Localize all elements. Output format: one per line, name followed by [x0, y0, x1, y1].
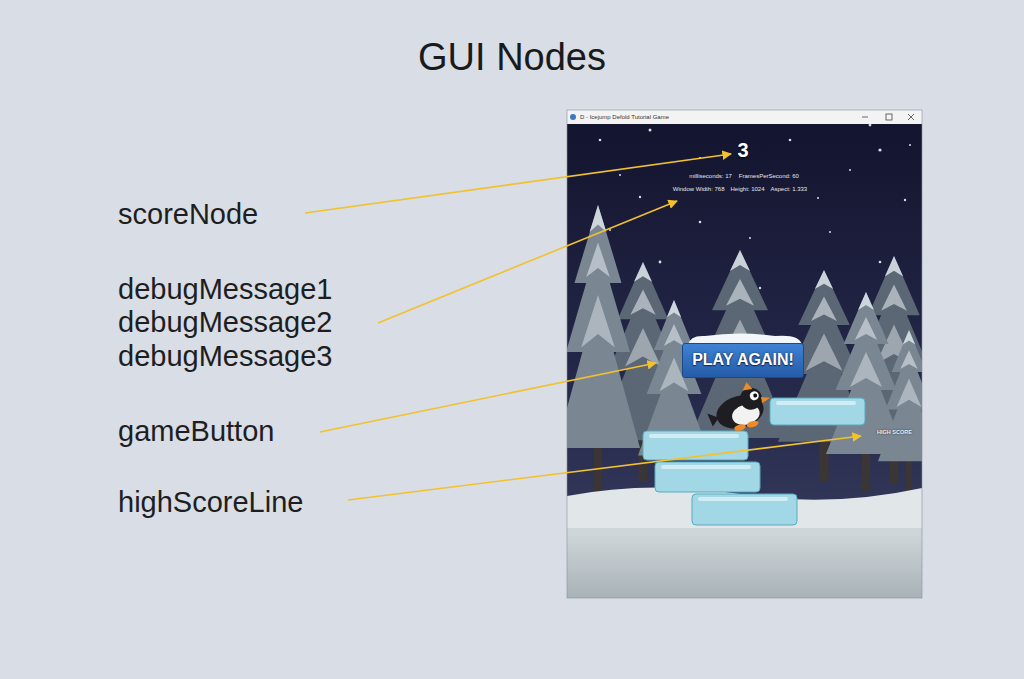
penguin — [733, 423, 746, 432]
callout-label: highScoreLine — [118, 486, 303, 519]
ice-blocks — [649, 401, 856, 501]
ice-blocks — [643, 398, 865, 525]
snowflakes — [619, 174, 621, 176]
penguin — [746, 420, 759, 429]
ice-blocks — [655, 462, 760, 492]
penguin — [702, 377, 776, 437]
debug-text: Height: 1024 — [730, 186, 764, 193]
snowflakes — [904, 199, 906, 201]
callout-label: debugMessage3 — [118, 340, 332, 373]
debug-text: Window Width: 768 — [673, 186, 725, 193]
leader-lines — [305, 154, 861, 500]
snowflakes — [829, 231, 831, 233]
window-title-bar — [567, 110, 922, 124]
debug-text: Aspect: 1.333 — [771, 186, 808, 193]
leader-lines — [320, 363, 656, 432]
penguin — [741, 381, 753, 391]
penguin — [761, 395, 771, 403]
snowflakes — [649, 129, 652, 132]
front-trees — [878, 330, 922, 492]
window-title: D - Icejump Defold Tutorial Game — [580, 114, 669, 121]
bottom-panel — [567, 536, 922, 598]
snowflakes — [659, 261, 662, 264]
snowflakes — [869, 124, 872, 127]
snowflakes — [817, 197, 819, 199]
ice-blocks — [698, 497, 788, 501]
window-frame — [567, 110, 922, 598]
snowflakes — [789, 139, 792, 142]
callout-label: debugMessage1 — [118, 273, 332, 306]
window-controls — [886, 114, 892, 120]
callout-label: gameButton — [118, 415, 274, 448]
ice-blocks — [776, 401, 856, 405]
window-controls — [862, 114, 914, 120]
snowflakes — [878, 148, 881, 151]
snow-ground — [567, 487, 922, 540]
score-text: 3 — [737, 139, 748, 162]
night-sky — [567, 124, 922, 598]
leader-lines — [305, 154, 731, 213]
game-button: PLAY AGAIN! — [682, 343, 804, 378]
snowflakes — [639, 196, 641, 198]
ice-blocks — [692, 494, 797, 525]
diagram-title: GUI Nodes — [418, 36, 606, 80]
debug-text: milliseconds: 17 — [689, 173, 732, 180]
ice-blocks — [643, 431, 748, 460]
window-controls — [908, 114, 914, 120]
high-score-text: HIGH SCORE — [877, 429, 912, 435]
penguin — [753, 393, 758, 398]
debug-text: FramesPerSecond: 60 — [739, 173, 799, 180]
window-controls — [862, 117, 868, 118]
game-window — [567, 110, 922, 598]
snowflakes — [599, 139, 602, 142]
snowflakes — [759, 287, 761, 289]
snowflakes — [699, 221, 702, 224]
callout-label: debugMessage2 — [118, 306, 332, 339]
snowflakes — [749, 237, 751, 239]
front-trees — [567, 205, 640, 505]
window-icon — [570, 114, 576, 120]
penguin — [749, 390, 760, 401]
snowflakes — [849, 169, 851, 171]
snowflakes — [879, 261, 882, 264]
leader-lines — [378, 201, 677, 323]
front-trees — [567, 205, 922, 505]
ice-blocks — [661, 465, 751, 469]
leader-lines — [348, 436, 861, 500]
penguin — [737, 385, 764, 412]
button-label: PLAY AGAIN! — [692, 351, 794, 369]
ice-blocks — [770, 398, 865, 425]
callout-label: scoreNode — [118, 198, 258, 231]
window-controls — [908, 114, 914, 120]
ice-blocks — [649, 434, 739, 438]
snowflakes — [909, 144, 911, 146]
